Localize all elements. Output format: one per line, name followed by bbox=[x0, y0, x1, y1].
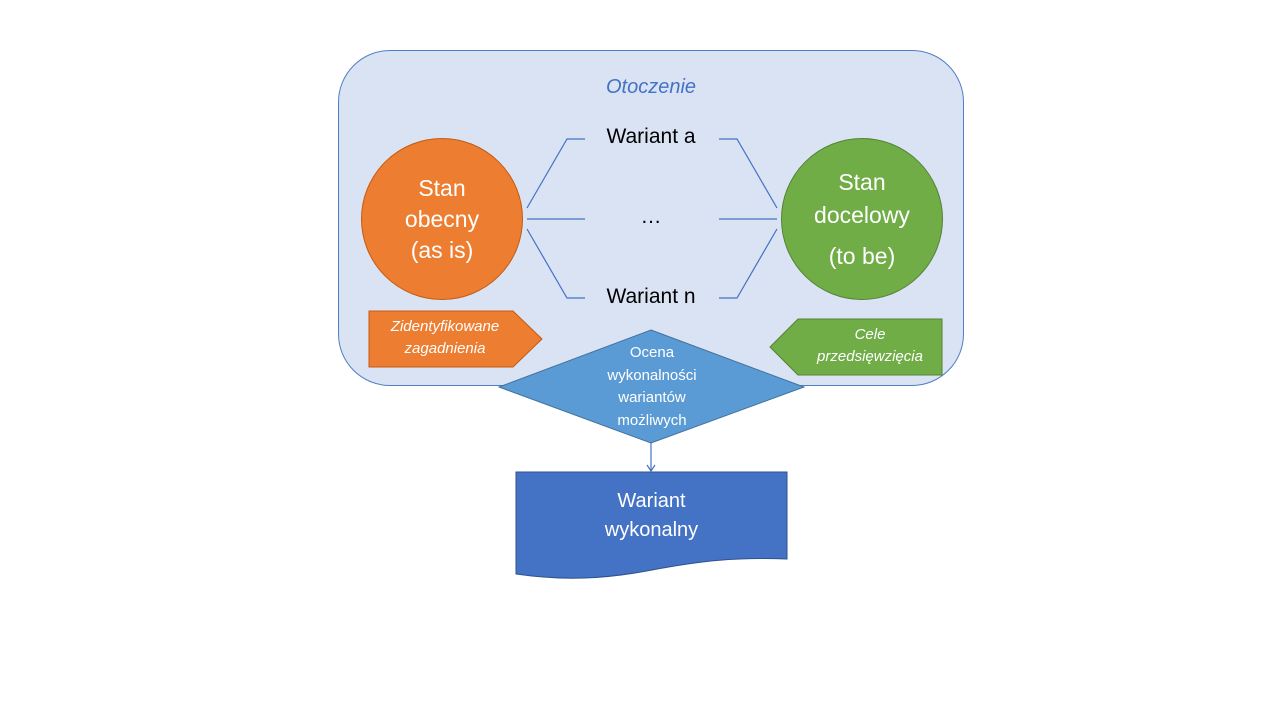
project-goals-line1: Cele bbox=[854, 326, 886, 343]
assessment-line4: możliwych bbox=[617, 411, 687, 429]
target-state-line1: Stan bbox=[838, 168, 886, 195]
variant-middle-label: … bbox=[640, 205, 662, 228]
identified-issues-line2: zagadnienia bbox=[404, 340, 486, 357]
assessment-line3: wariantów bbox=[618, 389, 686, 406]
identified-issues-line1: Zidentyfikowane bbox=[390, 318, 500, 335]
current-state-line1: Stan bbox=[418, 174, 466, 201]
assessment-label: Ocena wykonalności wariantów możliwych bbox=[570, 342, 734, 432]
variant-a-label: Wariant a bbox=[606, 125, 696, 148]
target-state-line3: (to be) bbox=[828, 242, 896, 269]
target-state-circle: Stan docelowy (to be) bbox=[781, 138, 943, 300]
current-state-line3: (as is) bbox=[410, 236, 474, 263]
arrowhead-icon bbox=[646, 464, 656, 473]
current-state-circle: Stan obecny (as is) bbox=[361, 138, 523, 300]
result-line1: Wariant bbox=[617, 490, 686, 512]
environment-label: Otoczenie bbox=[605, 76, 697, 98]
identified-issues-label: Zidentyfikowane zagadnienia bbox=[370, 316, 520, 360]
variant-n-label: Wariant n bbox=[606, 285, 696, 308]
project-goals-line2: przedsięwzięcia bbox=[817, 348, 923, 365]
project-goals-label: Cele przedsięwzięcia bbox=[800, 324, 940, 368]
assessment-line2: wykonalności bbox=[607, 366, 697, 384]
current-state-line2: obecny bbox=[404, 205, 480, 232]
result-line2: wykonalny bbox=[604, 519, 699, 541]
result-label: Wariant wykonalny bbox=[516, 487, 787, 545]
assessment-line1: Ocena bbox=[629, 344, 675, 361]
target-state-line2: docelowy bbox=[814, 201, 910, 228]
